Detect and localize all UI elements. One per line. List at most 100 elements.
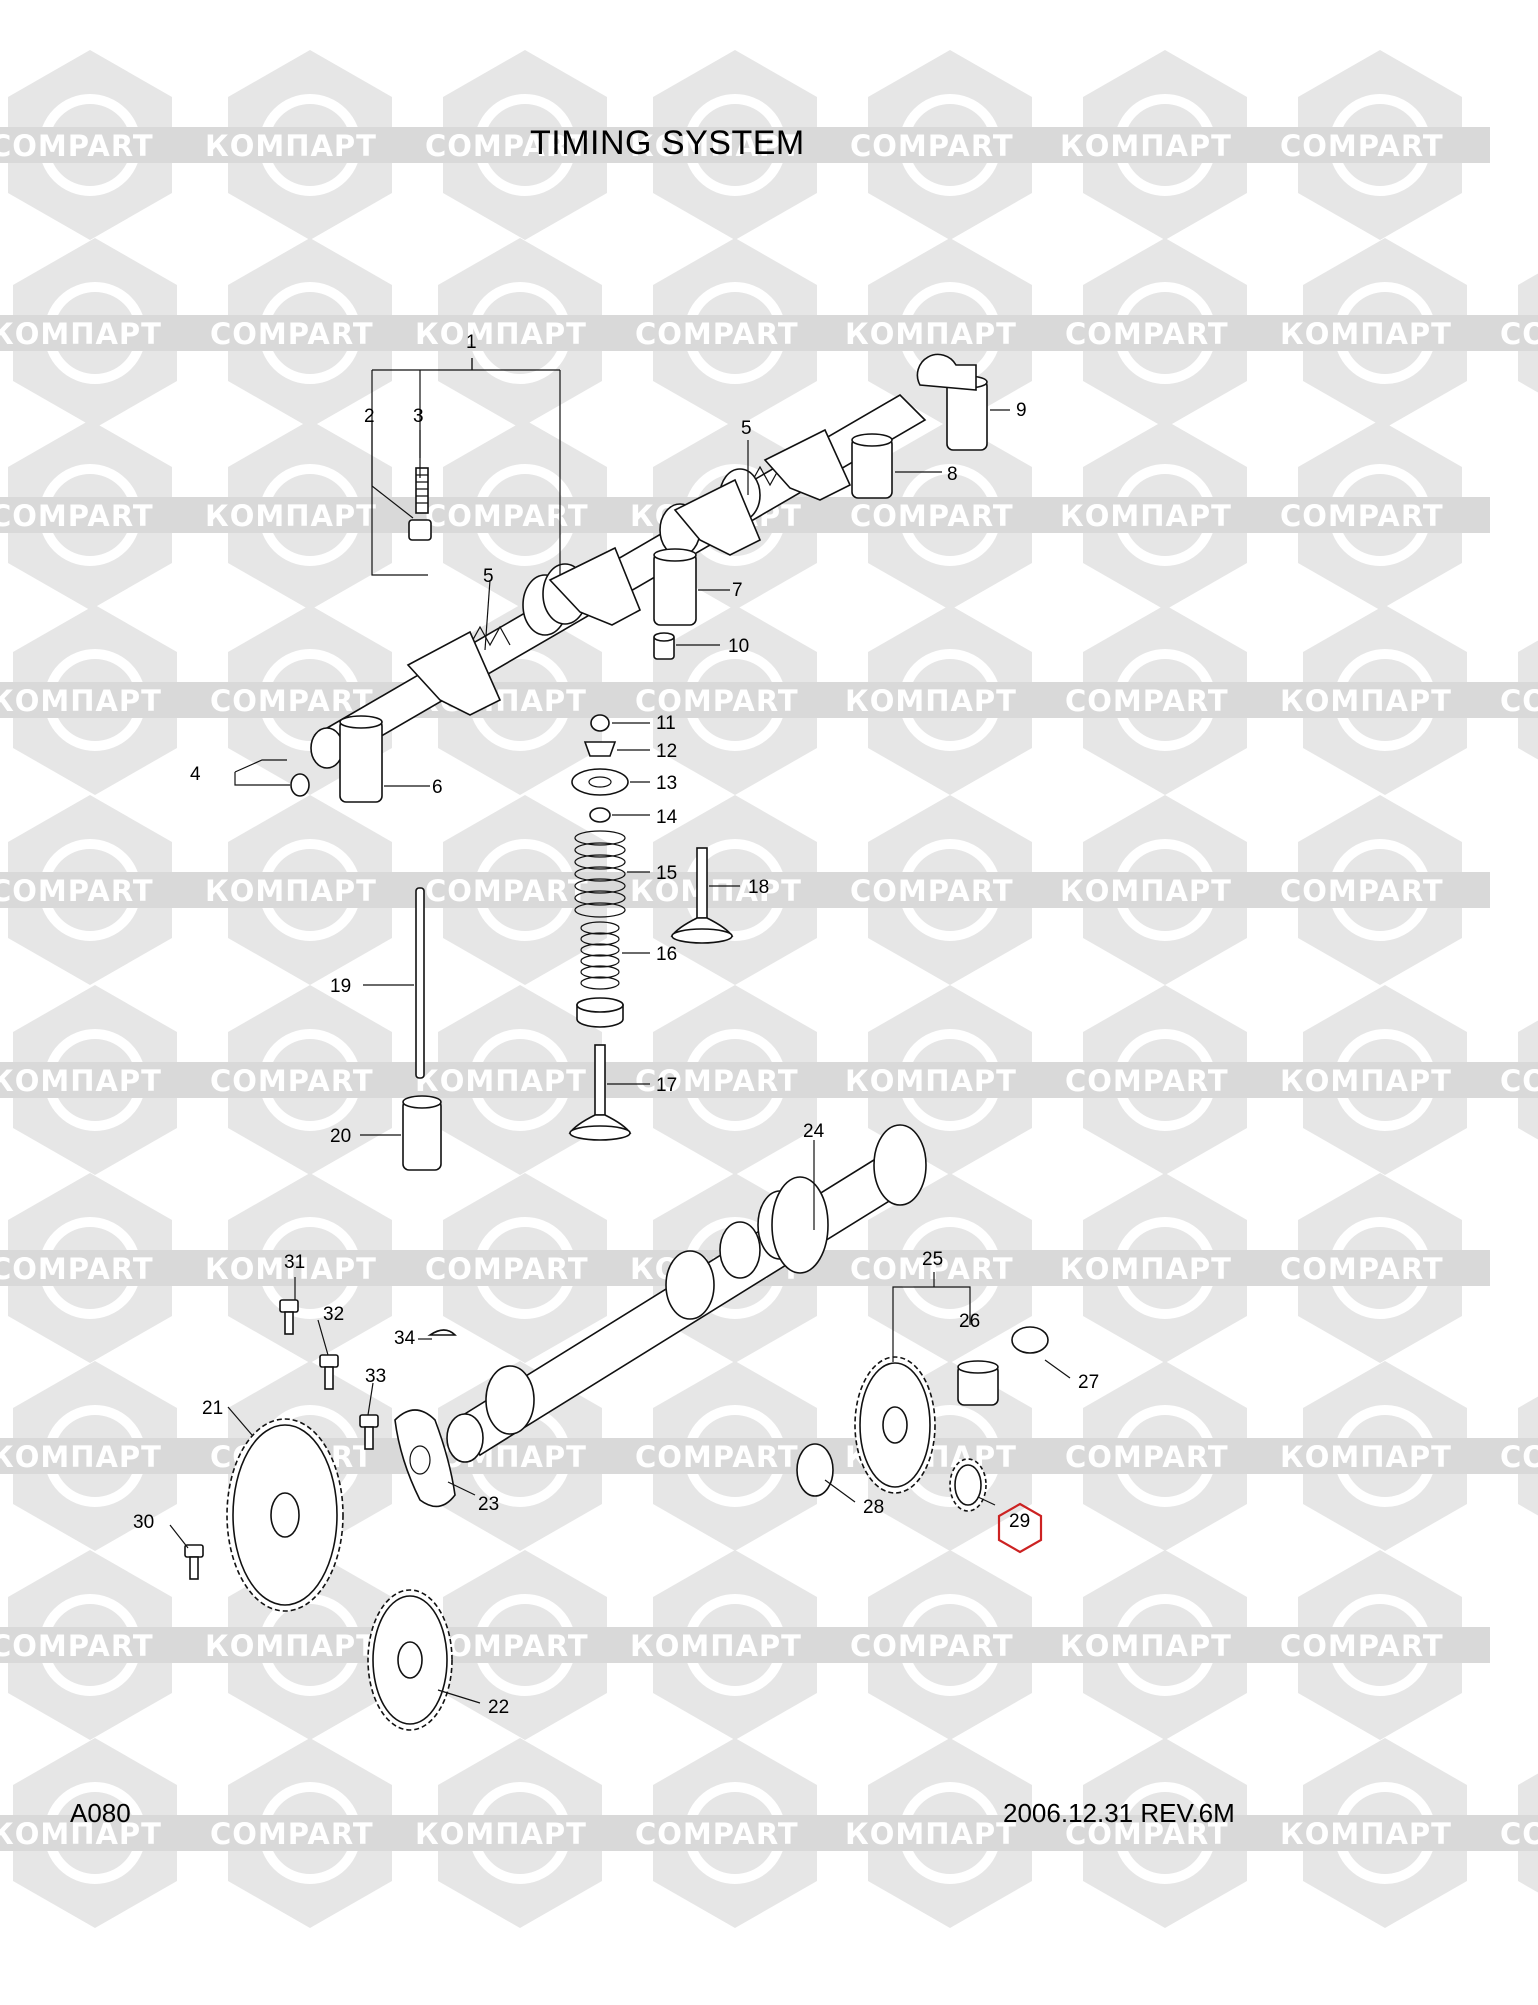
callout-4: 4 bbox=[190, 764, 201, 785]
watermark-tile: КОМПАРТ COMPART bbox=[0, 985, 420, 1175]
watermark-text-cyrillic: КОМПАРТ bbox=[0, 1440, 162, 1474]
watermark-text-latin: COMPART bbox=[0, 1629, 154, 1663]
watermark-text-cyrillic: КОМПАРТ bbox=[630, 129, 802, 163]
watermark-text-latin: COMPART bbox=[210, 1817, 374, 1851]
watermark-tile: КОМПАРТ COMPART bbox=[0, 1738, 420, 1928]
watermark-text-latin: COMPART bbox=[1065, 684, 1229, 718]
watermark-text-latin: COMPART bbox=[1280, 874, 1444, 908]
watermark-text-latin: COMPART bbox=[850, 1629, 1014, 1663]
callout-20: 20 bbox=[330, 1126, 351, 1147]
watermark-tile: КОМПАРТ COMPART bbox=[195, 795, 635, 985]
watermark-text-cyrillic: КОМПАРТ bbox=[845, 1817, 1017, 1851]
watermark-text-latin: COMPART bbox=[1065, 1440, 1229, 1474]
watermark-text-cyrillic: КОМПАРТ bbox=[1060, 874, 1232, 908]
callout-18: 18 bbox=[748, 877, 769, 898]
callout-1: 1 bbox=[466, 332, 477, 353]
watermark-text-latin: COMPART bbox=[1500, 317, 1538, 351]
watermark-tile: КОМПАРТ COMPART bbox=[1050, 795, 1490, 985]
watermark-text-latin: COMPART bbox=[850, 499, 1014, 533]
callout-27: 27 bbox=[1078, 1372, 1099, 1393]
watermark-text-cyrillic: КОМПАРТ bbox=[0, 1817, 162, 1851]
watermark-text-cyrillic: КОМПАРТ bbox=[1280, 1817, 1452, 1851]
watermark-text-cyrillic: КОМПАРТ bbox=[205, 1252, 377, 1286]
callout-11: 11 bbox=[656, 713, 676, 734]
watermark-text-cyrillic: КОМПАРТ bbox=[415, 317, 587, 351]
callout-22: 22 bbox=[488, 1697, 509, 1718]
callout-6: 6 bbox=[432, 777, 443, 798]
watermark-text-latin: COMPART bbox=[1280, 1252, 1444, 1286]
watermark-text-latin: COMPART bbox=[850, 1252, 1014, 1286]
watermark-text-latin: COMPART bbox=[425, 499, 589, 533]
watermark-text-latin: COMPART bbox=[425, 874, 589, 908]
watermark-text-cyrillic: КОМПАРТ bbox=[1280, 317, 1452, 351]
watermark-text-latin: COMPART bbox=[210, 1064, 374, 1098]
leader-lines bbox=[169, 358, 1071, 1704]
watermark-text-latin: COMPART bbox=[1065, 1064, 1229, 1098]
watermark-text-latin: COMPART bbox=[425, 1252, 589, 1286]
callout-25: 25 bbox=[922, 1249, 943, 1270]
callout-16: 16 bbox=[656, 944, 677, 965]
callout-24: 24 bbox=[803, 1121, 825, 1142]
rocker-shaft-assembly bbox=[290, 353, 988, 803]
callout-23: 23 bbox=[478, 1494, 499, 1515]
watermark-text-cyrillic: КОМПАРТ bbox=[845, 684, 1017, 718]
callout-33: 33 bbox=[365, 1366, 386, 1387]
watermark-text-latin: COMPART bbox=[0, 129, 154, 163]
callout-28: 28 bbox=[863, 1497, 884, 1518]
watermark-text-cyrillic: КОМПАРТ bbox=[205, 1629, 377, 1663]
watermark-text-latin: COMPART bbox=[850, 874, 1014, 908]
watermark-text-cyrillic: КОМПАРТ bbox=[0, 1064, 162, 1098]
revision-date: 2006.12.31 REV.6M bbox=[1003, 1798, 1235, 1828]
watermark-text-latin: COMPART bbox=[1280, 1629, 1444, 1663]
callout-5b: 5 bbox=[741, 418, 752, 439]
page-code: A080 bbox=[70, 1798, 131, 1828]
valve-train-components bbox=[402, 714, 734, 1171]
watermark-tile: КОМПАРТ COMPART bbox=[835, 605, 1275, 795]
watermark-text-cyrillic: КОМПАРТ bbox=[0, 684, 162, 718]
watermark-text-latin: COMPART bbox=[1500, 684, 1538, 718]
watermark-tile: КОМПАРТ COMPART bbox=[1270, 238, 1538, 428]
callout-19: 19 bbox=[330, 976, 351, 997]
callout-12: 12 bbox=[656, 741, 677, 762]
watermark-text-latin: COMPART bbox=[1500, 1440, 1538, 1474]
callout-34: 34 bbox=[394, 1328, 416, 1349]
watermark-text-latin: COMPART bbox=[635, 1440, 799, 1474]
camshaft-and-gears bbox=[184, 1124, 1049, 1731]
watermark-layer: КОМПАРТ COMPART КОМПАРТ COMPART КОМПАРТ COMPA… bbox=[0, 50, 1538, 1928]
watermark-text-latin: COMPART bbox=[0, 1252, 154, 1286]
watermark-text-cyrillic: КОМПАРТ bbox=[1060, 1252, 1232, 1286]
callout-9: 9 bbox=[1016, 400, 1027, 421]
watermark-text-cyrillic: КОМПАРТ bbox=[630, 874, 802, 908]
watermark-text-latin: COMPART bbox=[635, 684, 799, 718]
callout-7: 7 bbox=[732, 580, 743, 601]
callout-29: 29 bbox=[1009, 1511, 1030, 1532]
watermark-tile: КОМПАРТ COMPART bbox=[620, 795, 1060, 985]
watermark-text-latin: COMPART bbox=[635, 317, 799, 351]
page-title: TIMING SYSTEM bbox=[530, 124, 805, 162]
watermark-text-cyrillic: КОМПАРТ bbox=[1060, 1629, 1232, 1663]
watermark-text-latin: COMPART bbox=[635, 1817, 799, 1851]
watermark-text-cyrillic: КОМПАРТ bbox=[1280, 1064, 1452, 1098]
watermark-text-latin: COMPART bbox=[1280, 499, 1444, 533]
watermark-text-cyrillic: КОМПАРТ bbox=[205, 874, 377, 908]
callout-21: 21 bbox=[202, 1398, 223, 1419]
watermark-text-latin: COMPART bbox=[635, 1064, 799, 1098]
watermark-text-latin: COMPART bbox=[0, 874, 154, 908]
watermark-text-latin: COMPART bbox=[425, 129, 589, 163]
callout-8: 8 bbox=[947, 464, 958, 485]
